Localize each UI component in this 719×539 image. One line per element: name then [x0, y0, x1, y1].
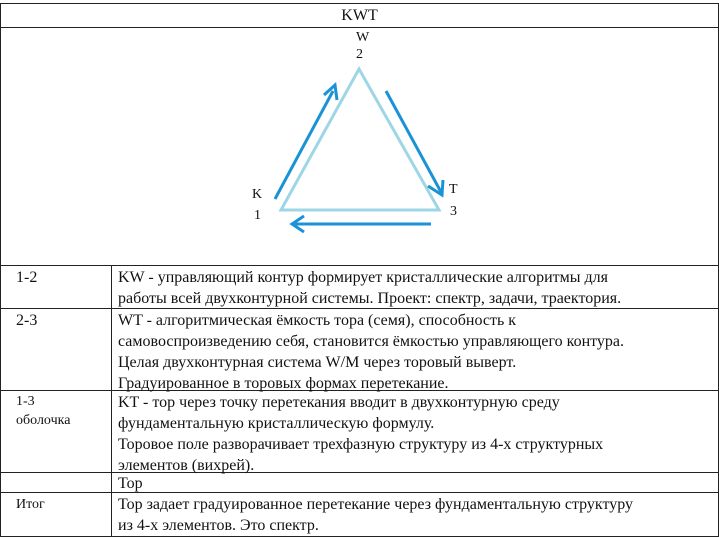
row-2-text: WT - алгоритмическая ёмкость тора (семя)…: [118, 310, 624, 394]
triangle-shape: [278, 65, 442, 212]
vertex-k-letter: K: [252, 187, 263, 202]
row-2-label: 2-3: [16, 310, 37, 331]
row-divider-1: [0, 308, 719, 309]
vertex-t-letter: T: [449, 182, 458, 197]
row-2-text-line-2: самовоспроизведению себя, становится ёмк…: [118, 333, 625, 350]
row-3-text-line-4: элементов (вихрей).: [118, 457, 255, 474]
row-5-text-line-2: из 4-х элементов. Это спектр.: [118, 517, 319, 534]
table-border-top: [0, 3, 719, 4]
vertex-w-number: 2: [356, 47, 363, 62]
row-3-label-line-2: оболочка: [16, 413, 71, 428]
vertex-w-letter: W: [356, 30, 370, 45]
row-2-text-line-1: WT - алгоритмическая ёмкость тора (семя)…: [118, 312, 517, 329]
triangle-svg: [273, 65, 445, 234]
diagram-row-divider: [0, 265, 719, 266]
table-border-left: [0, 3, 1, 537]
row-2-label-line: 2-3: [16, 312, 38, 329]
table-title: KWT: [341, 7, 378, 24]
arrow-t-to-k: [289, 214, 431, 234]
row-1-label-line: 1-2: [16, 269, 38, 286]
row-divider-3: [0, 472, 719, 473]
row-3-label: 1-3 оболочка: [16, 392, 70, 430]
row-3-text-line-2: фундаментальную кристаллическую формулу.: [118, 415, 435, 432]
row-5-label-line: Итог: [16, 497, 45, 512]
row-1-text-line-2: работы всей двухконтурной системы. Проек…: [118, 290, 622, 307]
row-5-text: Тор задает градуированное перетекание че…: [118, 494, 633, 536]
row-1-label: 1-2: [16, 267, 37, 288]
kwt-triangle-diagram: W 2 K 1 T 3: [1, 27, 718, 265]
row-3-label-line-1: 1-3: [16, 394, 35, 409]
row-divider-2: [0, 390, 719, 391]
row-3-text-line-3: Торовое поле разворачивает трехфазную ст…: [118, 436, 604, 453]
arrow-w-to-t: [384, 90, 445, 198]
row-3-text: KT - тор через точку перетекания вводит …: [118, 392, 603, 476]
arrow-k-to-w: [273, 81, 339, 200]
row-2-text-line-3: Целая двухконтурная система W/M через то…: [118, 354, 517, 371]
row-3-text-line-1: KT - тор через точку перетекания вводит …: [118, 394, 560, 411]
row-4-text-line-1: Тор: [118, 475, 143, 492]
column-divider: [111, 265, 112, 537]
row-1-text-line-1: KW - управляющий контур формирует криста…: [118, 269, 609, 286]
table-border-bottom: [0, 536, 719, 537]
row-1-text: KW - управляющий контур формирует криста…: [118, 267, 621, 309]
vertex-t-number: 3: [450, 204, 457, 219]
row-4-text: Тор: [118, 473, 143, 494]
title-row-divider: [0, 27, 719, 28]
row-divider-4: [0, 492, 719, 493]
row-5-label: Итог: [16, 495, 45, 514]
row-5-text-line-1: Тор задает градуированное перетекание че…: [118, 496, 634, 513]
vertex-k-number: 1: [254, 208, 261, 223]
row-2-text-line-4: Градуированное в торовых формах перетека…: [118, 375, 449, 392]
